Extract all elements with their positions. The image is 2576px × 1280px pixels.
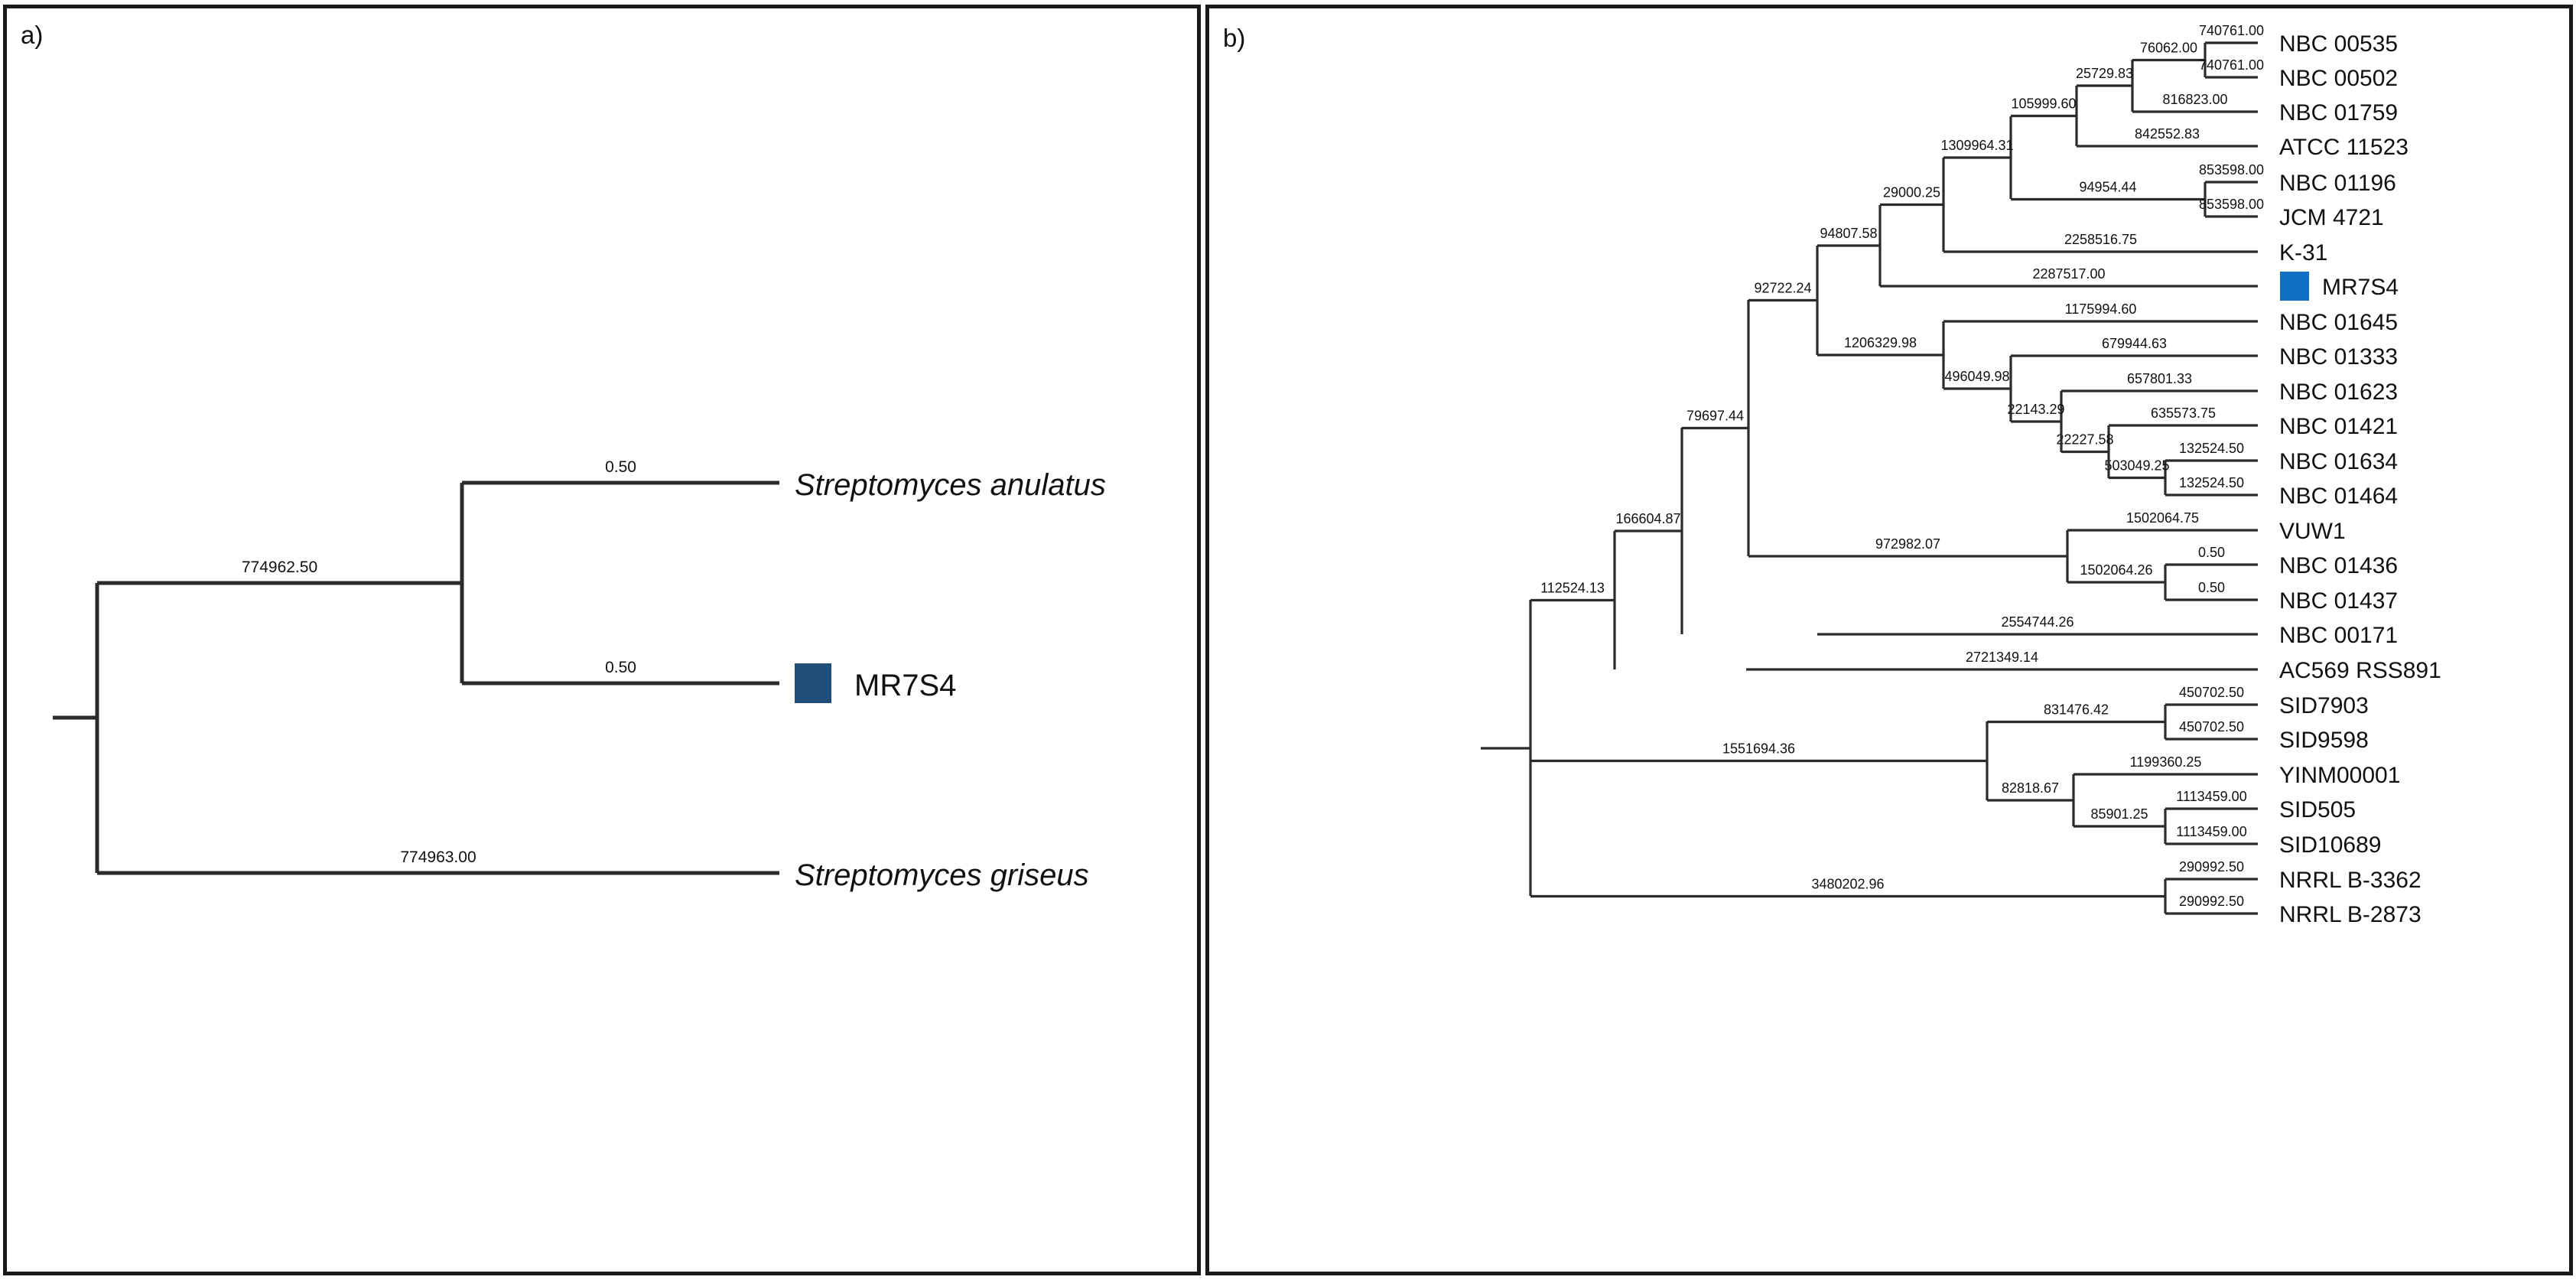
clade-with-k31-branch-length: 29000.25 [1883, 185, 1940, 200]
tip-branch-length-13: 132524.50 [2179, 475, 2244, 490]
clade-with-00171-branch-length: 166604.87 [1615, 511, 1680, 526]
tip-label-11: NBC 01421 [2279, 414, 2398, 439]
tip-branch-length-15: 0.50 [2198, 545, 2225, 560]
clade-big-upper-branch-length: 79697.44 [1686, 409, 1744, 424]
clade-sid-super-branch-length: 1551694.36 [1722, 741, 1795, 757]
tip-label-2: Streptomyces griseus [795, 858, 1089, 892]
tip-branch-length-23: 1113459.00 [2176, 824, 2246, 839]
clade-sid7903-sid9598-branch-length: 831476.42 [2044, 702, 2109, 718]
tip-label-8: NBC 01645 [2279, 310, 2398, 335]
tip-label-15: NBC 01436 [2279, 553, 2398, 578]
tip-branch-length-25: 290992.50 [2179, 894, 2244, 909]
tip-label-24: NRRL B-3362 [2279, 868, 2422, 893]
clade-01333-group-branch-length: 496049.98 [1944, 369, 2009, 384]
clade-sid505-sid10689-branch-length: 85901.25 [2090, 806, 2148, 822]
tip-branch-length-12: 132524.50 [2179, 441, 2244, 456]
clade-01634-01464-branch-length: 503049.25 [2104, 458, 2169, 474]
tip-label-22: SID505 [2279, 797, 2356, 822]
node-anulatus-mr7s4-branch-length: 774962.50 [242, 559, 317, 576]
tip-label-0: NBC 00535 [2279, 31, 2398, 57]
clade-00535-00502-01759-branch-length: 25729.83 [2076, 66, 2133, 81]
tip-label-7: MR7S4 [2322, 275, 2399, 300]
tip-branch-length-19: 450702.50 [2179, 685, 2244, 700]
tip-branch-length-8: 1175994.60 [2065, 301, 2137, 317]
tip-label-6: K-31 [2279, 240, 2327, 265]
tip-branch-length-5: 853598.00 [2199, 197, 2264, 212]
tip-label-17: NBC 00171 [2279, 623, 2398, 648]
panel-a-label: a) [21, 21, 44, 49]
tip-branch-length-7: 2287517.00 [2032, 266, 2105, 282]
tip-branch-length-3: 842552.83 [2135, 126, 2200, 142]
tip-branch-length-1: 740761.00 [2199, 57, 2264, 73]
tip-branch-length-20: 450702.50 [2179, 719, 2244, 734]
tip-branch-length-10: 657801.33 [2127, 371, 2192, 386]
clade-01436-01437-branch-length: 1502064.26 [2080, 562, 2152, 578]
clade-nrrl-branch-length: 3480202.96 [1811, 877, 1884, 892]
tip-label-1: NBC 00502 [2279, 66, 2398, 91]
tip-label-14: VUW1 [2279, 519, 2346, 544]
tip-label-2: NBC 01759 [2279, 100, 2398, 125]
clade-with-mr7s4-branch-length: 94807.58 [1820, 226, 1877, 241]
tip-label-10: NBC 01623 [2279, 379, 2398, 405]
tip-branch-length-2: 774963.00 [400, 848, 476, 866]
tip-branch-length-4: 853598.00 [2199, 162, 2264, 178]
tip-label-21: YINM00001 [2279, 763, 2400, 788]
tip-branch-length-18: 2721349.14 [1966, 650, 2038, 665]
tip-label-18: AC569 RSS891 [2279, 658, 2441, 683]
tip-branch-length-24: 290992.50 [2179, 859, 2244, 875]
tip-branch-length-9: 679944.63 [2102, 336, 2167, 351]
tip-label-3: ATCC 11523 [2279, 135, 2408, 160]
clade-vuw1-group-branch-length: 972982.07 [1875, 536, 1940, 552]
tip-branch-length-21: 1199360.25 [2130, 754, 2202, 770]
tip-branch-length-1: 0.50 [605, 659, 636, 676]
tip-label-16: NBC 01437 [2279, 588, 2398, 614]
tip-label-23: SID10689 [2279, 832, 2381, 858]
tip-label-5: JCM 4721 [2279, 205, 2384, 230]
clade-01645-group-branch-length: 1206329.98 [1844, 335, 1917, 350]
tip-label-19: SID7903 [2279, 693, 2369, 718]
clade-01196-jcm4721-branch-length: 94954.44 [2079, 180, 2136, 195]
tip-label-1: MR7S4 [854, 669, 956, 702]
tip-branch-length-17: 2554744.26 [2001, 614, 2073, 630]
clade-mr7s4-super-branch-length: 92722.24 [1754, 281, 1811, 296]
tip-label-0: Streptomyces anulatus [795, 468, 1106, 502]
tip-label-25: NRRL B-2873 [2279, 902, 2422, 927]
clade-01421-group-branch-length: 22227.58 [2056, 432, 2113, 448]
tip-label-9: NBC 01333 [2279, 344, 2398, 370]
tip-branch-length-2: 816823.00 [2162, 92, 2227, 107]
clade-00535-00502-branch-length: 76062.00 [2140, 41, 2197, 56]
tip-branch-length-11: 635573.75 [2151, 405, 2216, 421]
mr7s4-marker [795, 663, 831, 703]
panel-b-label: b) [1223, 24, 1246, 52]
tip-label-13: NBC 01464 [2279, 484, 2398, 509]
tip-branch-length-0: 0.50 [605, 458, 636, 476]
clade-01623-group-branch-length: 22143.29 [2007, 402, 2064, 417]
tip-branch-length-22: 1113459.00 [2176, 789, 2246, 804]
clade-with-ac569-branch-length: 112524.13 [1540, 581, 1605, 596]
tip-label-4: NBC 01196 [2279, 171, 2396, 196]
tip-branch-length-16: 0.50 [2198, 580, 2225, 595]
tip-branch-length-0: 740761.00 [2199, 23, 2264, 38]
tip-label-12: NBC 01634 [2279, 449, 2398, 474]
mr7s4-marker [2280, 272, 2309, 301]
tip-branch-length-14: 1502064.75 [2126, 510, 2199, 526]
clade-atcc-group-branch-length: 105999.60 [2011, 96, 2076, 112]
tip-label-20: SID9598 [2279, 728, 2369, 753]
clade-yinm-group-branch-length: 82818.67 [2002, 780, 2059, 796]
clade-atcc-jcm-branch-length: 1309964.31 [1940, 138, 2013, 153]
tip-branch-length-6: 2258516.75 [2064, 232, 2137, 247]
